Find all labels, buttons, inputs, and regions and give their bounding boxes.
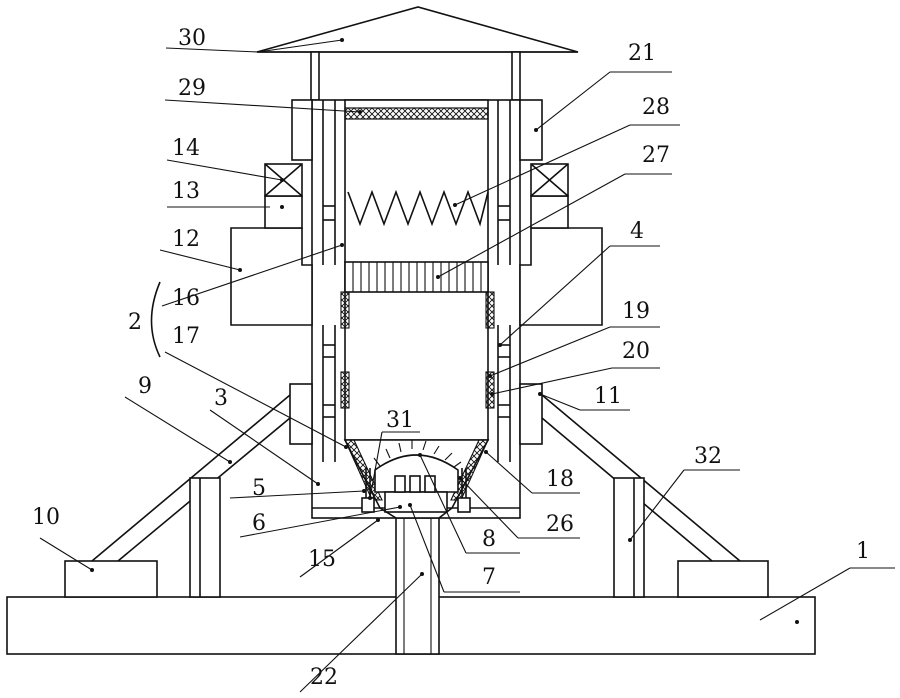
seal-left-lower — [341, 372, 349, 408]
label-11: 11 — [594, 384, 622, 409]
label-10: 10 — [32, 505, 60, 530]
label-3: 3 — [214, 386, 228, 411]
label-30: 30 — [178, 26, 206, 51]
label-7: 7 — [482, 565, 496, 590]
scraper-block-left — [362, 498, 374, 512]
label-8: 8 — [482, 527, 496, 552]
left-support-block — [65, 561, 157, 597]
label-27: 27 — [642, 143, 670, 168]
label-4: 4 — [630, 219, 644, 244]
right-support-block — [678, 561, 768, 597]
label-26: 26 — [546, 512, 574, 537]
seal-right-upper — [486, 292, 494, 328]
filter-mesh — [345, 108, 488, 119]
label-9: 9 — [138, 374, 152, 399]
lower-block-left — [290, 384, 312, 444]
slot-2 — [410, 476, 420, 492]
top-block-right — [520, 100, 542, 160]
label-16: 16 — [172, 286, 200, 311]
rotating-housing-right — [520, 228, 602, 325]
label-17: 17 — [172, 324, 200, 349]
label-19: 19 — [622, 299, 650, 324]
outlet-pipe — [396, 518, 439, 654]
label-20: 20 — [622, 339, 650, 364]
label-28: 28 — [642, 95, 670, 120]
label-13: 13 — [172, 179, 200, 204]
motor-left — [265, 196, 302, 228]
cap-post-left — [311, 52, 319, 100]
scraper-block-right — [458, 498, 470, 512]
label-31: 31 — [386, 408, 414, 433]
label-29: 29 — [178, 76, 206, 101]
label-32: 32 — [694, 444, 722, 469]
label-14: 14 — [172, 136, 200, 161]
label-15: 15 — [308, 547, 336, 572]
label-5: 5 — [252, 476, 266, 501]
group-bracket — [152, 282, 161, 357]
cap-post-right — [512, 52, 520, 100]
label-1: 1 — [856, 539, 870, 564]
rotating-housing-left — [231, 228, 312, 325]
slot-1 — [395, 476, 405, 492]
label-6: 6 — [252, 511, 266, 536]
label-18: 18 — [546, 467, 574, 492]
label-21: 21 — [628, 41, 656, 66]
motor-base — [385, 492, 447, 512]
label-12: 12 — [172, 227, 200, 252]
label-22: 22 — [310, 665, 338, 690]
label-2: 2 — [128, 310, 142, 335]
seal-left-upper — [341, 292, 349, 328]
